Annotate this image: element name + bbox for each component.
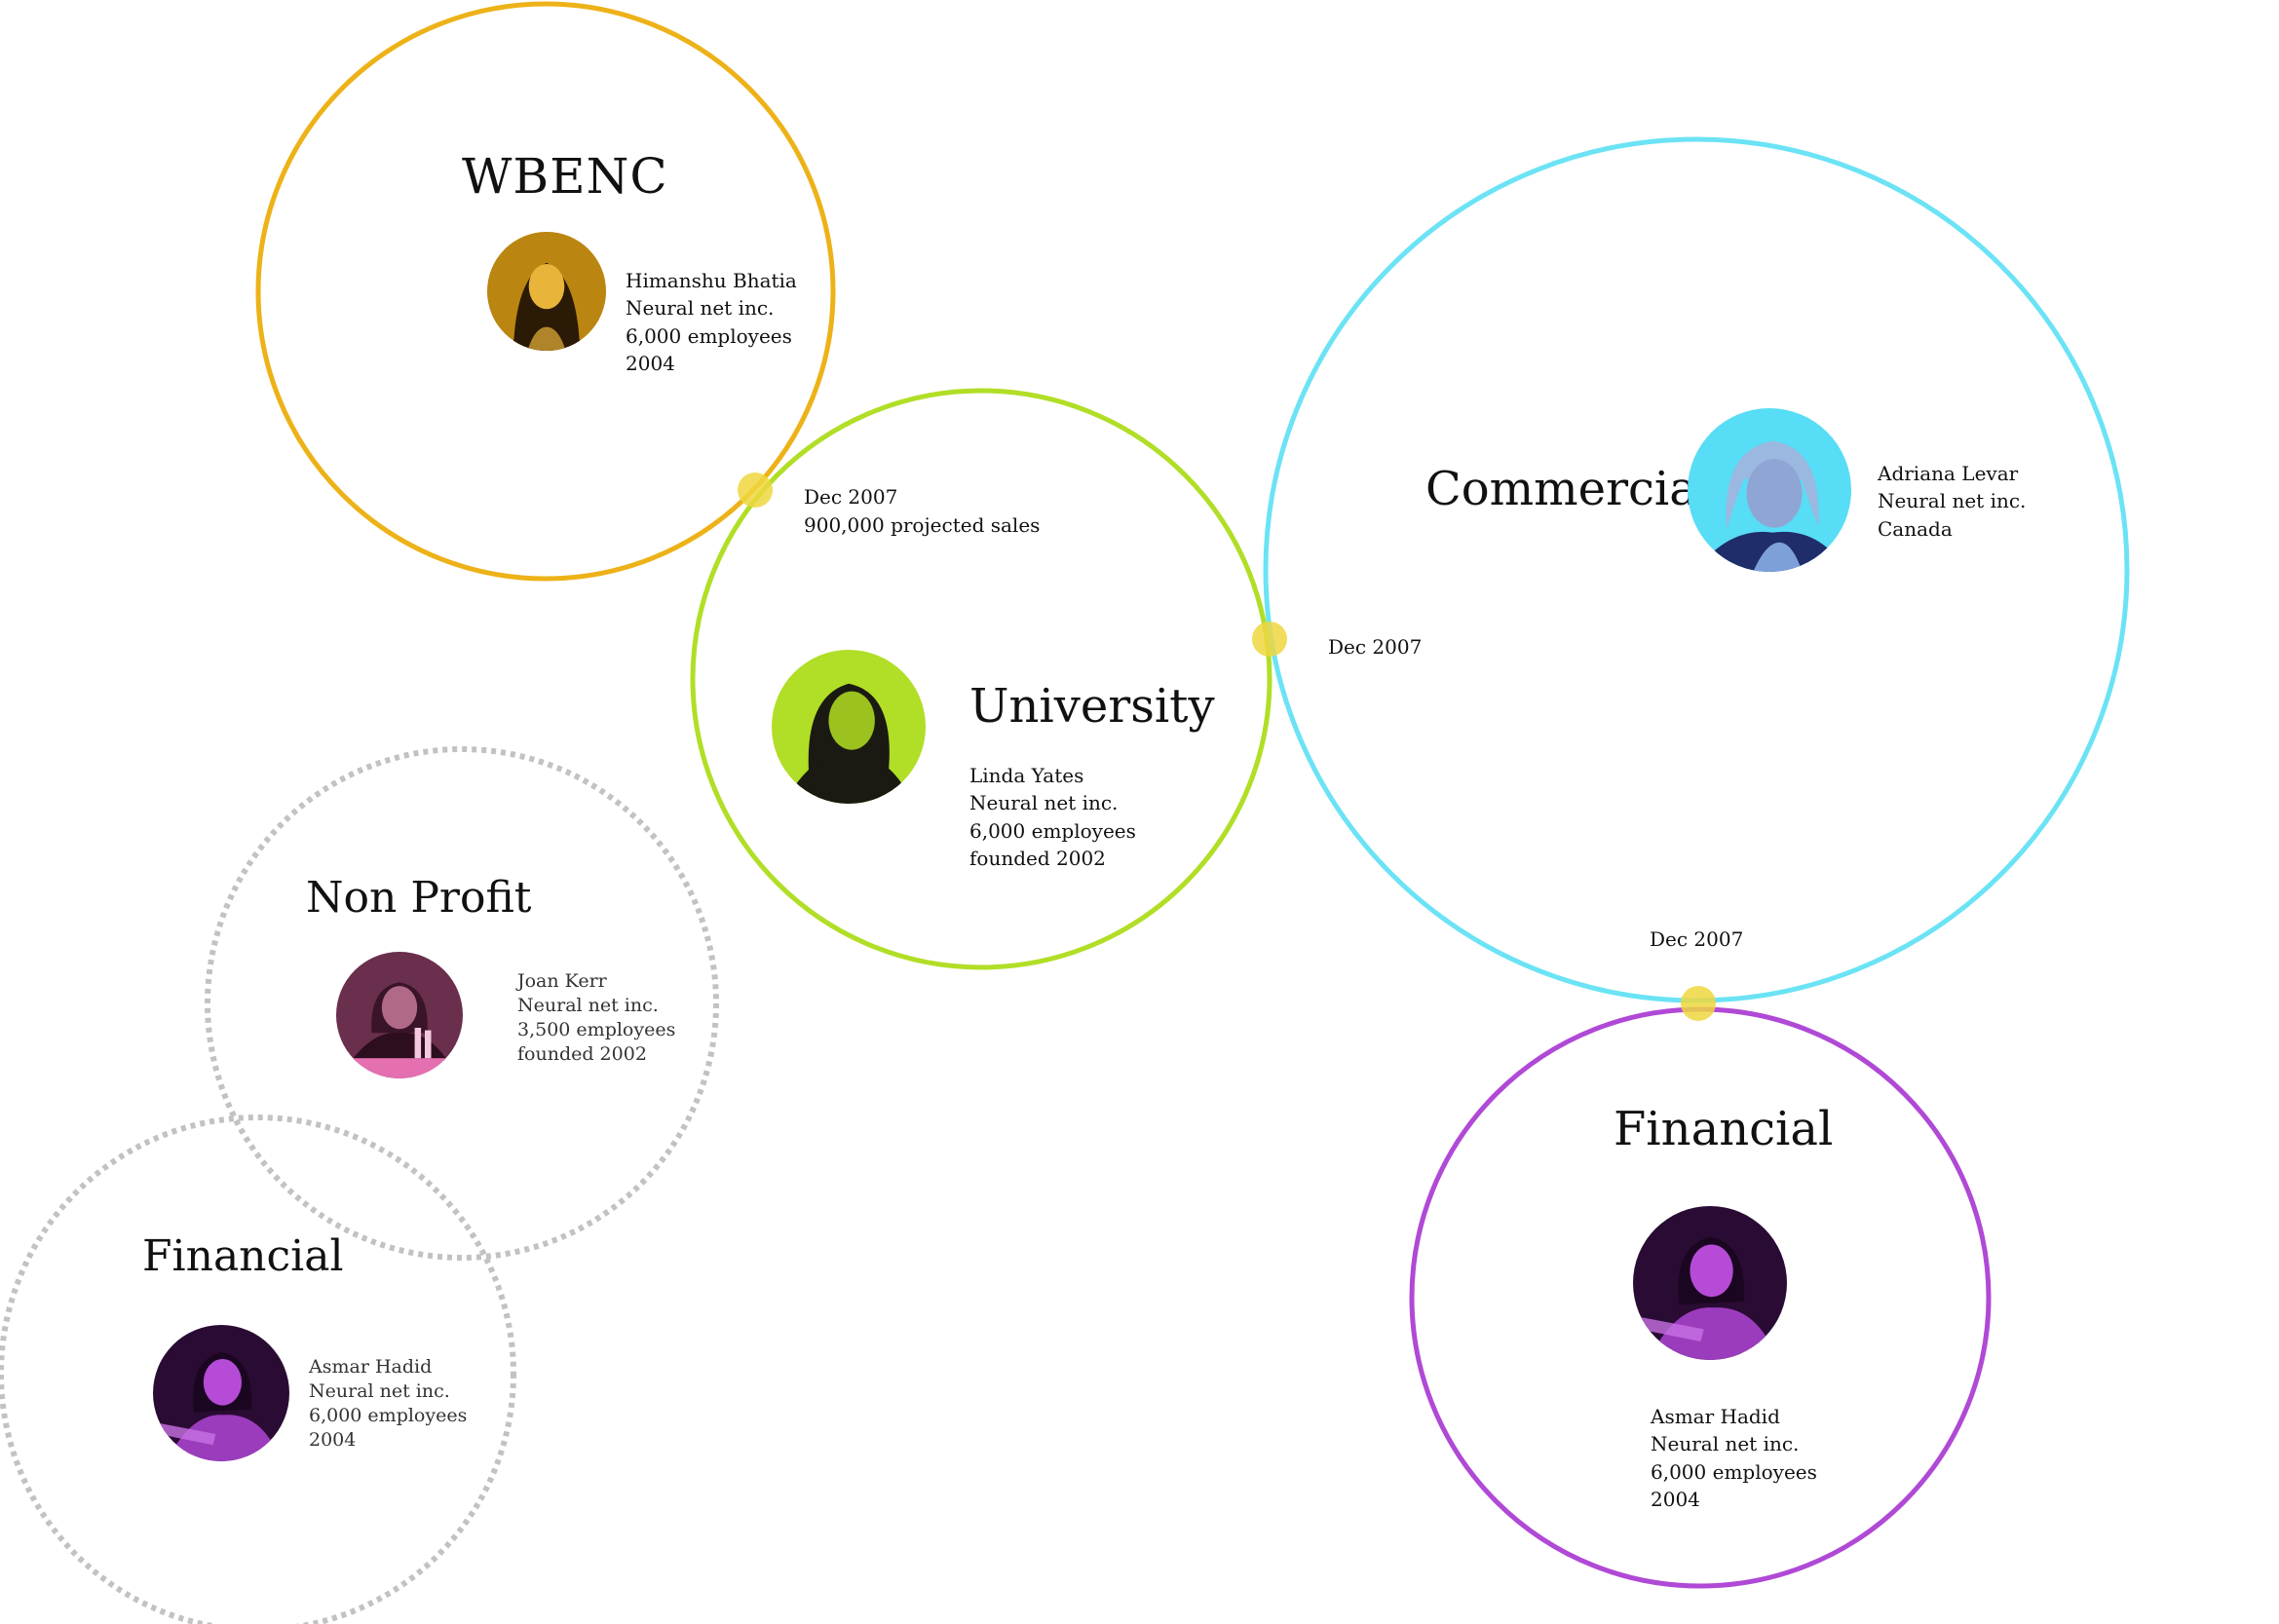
person-year: 2004 — [1651, 1488, 1700, 1512]
university-ring[interactable] — [690, 388, 1272, 970]
event-detail: 900,000 projected sales — [804, 513, 1041, 537]
nonprofit-ring[interactable] — [205, 746, 719, 1261]
event-date: Dec 2007 — [1328, 635, 1423, 659]
person-employees: 6,000 employees — [626, 323, 792, 348]
person-year: 2004 — [309, 1428, 357, 1451]
person-portrait-icon — [1633, 1206, 1787, 1360]
university-person-info: Linda Yates Neural net inc. 6,000 employ… — [969, 762, 1136, 873]
university-avatar[interactable] — [772, 650, 926, 804]
financial-inactive-ring[interactable] — [0, 1114, 516, 1624]
wbenc-avatar[interactable] — [487, 232, 606, 351]
wbenc-title: WBENC — [462, 148, 668, 205]
person-name: Asmar Hadid — [309, 1356, 433, 1378]
person-name: Adriana Levar — [1878, 462, 2019, 485]
wbenc-ring[interactable] — [255, 1, 836, 582]
person-company: Neural net inc. — [1878, 489, 2027, 513]
financial-inactive-person-info: Asmar Hadid Neural net inc. 6,000 employ… — [309, 1355, 467, 1453]
event-label-commercial-financial: Dec 2007 — [1650, 925, 1743, 954]
nonprofit-title: Non Profit — [306, 873, 532, 923]
financial-inactive-avatar[interactable] — [153, 1325, 289, 1461]
person-name: Linda Yates — [969, 764, 1084, 787]
event-label-university-commercial: Dec 2007 — [1328, 633, 1422, 661]
financial-inactive-title: Financial — [142, 1231, 344, 1281]
financial-person-info: Asmar Hadid Neural net inc. 6,000 employ… — [1651, 1403, 1817, 1514]
person-employees: 6,000 employees — [1651, 1459, 1817, 1484]
person-portrait-icon — [336, 952, 463, 1078]
person-employees: 6,000 employees — [969, 818, 1136, 843]
event-dot-university-commercial[interactable] — [1252, 622, 1287, 657]
person-name: Himanshu Bhatia — [626, 269, 797, 292]
person-company: Neural net inc. — [969, 791, 1119, 815]
person-company: Neural net inc. — [517, 994, 659, 1016]
financial-avatar[interactable] — [1633, 1206, 1787, 1360]
person-portrait-icon — [487, 232, 606, 351]
person-name: Asmar Hadid — [1651, 1405, 1780, 1428]
commercial-person-info: Adriana Levar Neural net inc. Canada — [1878, 460, 2026, 543]
person-year: 2004 — [626, 352, 675, 376]
person-company: Neural net inc. — [626, 296, 775, 321]
person-employees: 3,500 employees — [517, 1018, 676, 1040]
financial-title: Financial — [1614, 1102, 1834, 1156]
person-name: Joan Kerr — [517, 970, 607, 992]
person-company: Neural net inc. — [309, 1379, 450, 1402]
commercial-title: Commercial — [1425, 462, 1713, 516]
person-employees: 6,000 employees — [309, 1404, 468, 1426]
event-date: Dec 2007 — [1650, 927, 1744, 951]
person-founded: founded 2002 — [517, 1042, 647, 1065]
person-founded: founded 2002 — [969, 847, 1106, 871]
person-company: Neural net inc. — [1651, 1432, 1800, 1456]
university-title: University — [969, 679, 1215, 734]
event-dot-wbenc-university[interactable] — [738, 472, 773, 508]
commercial-ring[interactable] — [1263, 136, 2130, 1003]
person-portrait-icon — [1688, 408, 1851, 572]
commercial-avatar[interactable] — [1688, 408, 1851, 572]
person-portrait-icon — [772, 650, 926, 804]
wbenc-person-info: Himanshu Bhatia Neural net inc. 6,000 em… — [626, 267, 797, 378]
person-portrait-icon — [153, 1325, 289, 1461]
nonprofit-person-info: Joan Kerr Neural net inc. 3,500 employee… — [517, 969, 675, 1067]
event-date: Dec 2007 — [804, 485, 898, 509]
nonprofit-avatar[interactable] — [336, 952, 463, 1078]
person-country: Canada — [1878, 516, 1953, 541]
event-label-wbenc-university: Dec 2007 900,000 projected sales — [804, 483, 1040, 540]
event-dot-commercial-financial[interactable] — [1681, 986, 1716, 1021]
